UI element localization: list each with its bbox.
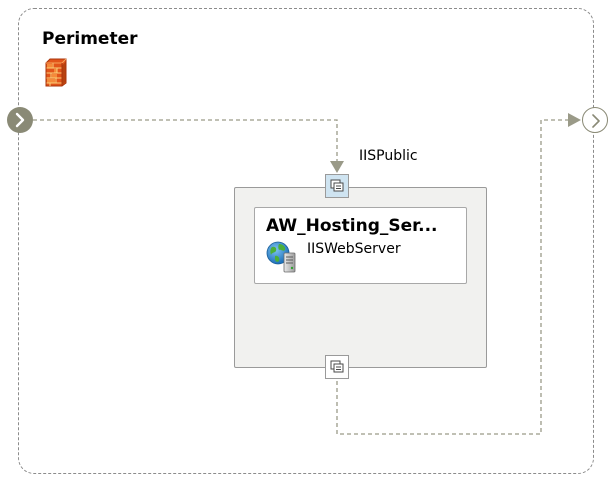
- arrowhead-outbound: [568, 113, 581, 127]
- endpoint-port-icon: [330, 179, 344, 192]
- inbound-endpoint[interactable]: [7, 107, 33, 133]
- provider-endpoint-port[interactable]: [325, 174, 349, 198]
- arrowhead-provider: [330, 161, 344, 173]
- consumer-endpoint-port[interactable]: [325, 355, 349, 379]
- server-type-label: IISWebServer: [307, 241, 401, 257]
- zone-perimeter[interactable]: [18, 8, 594, 474]
- firewall-icon: [44, 57, 68, 87]
- wire-inbound: [33, 119, 338, 161]
- chevron-right-icon: [592, 114, 600, 128]
- server-title: AW_Hosting_Ser...: [266, 216, 438, 236]
- chevron-right-icon: [15, 112, 25, 128]
- endpoint-label: IISPublic: [359, 148, 418, 164]
- zone-title: Perimeter: [42, 29, 138, 49]
- outbound-endpoint[interactable]: [582, 107, 608, 133]
- server-box[interactable]: AW_Hosting_Ser...: [254, 207, 467, 284]
- web-server-icon: [266, 240, 298, 274]
- endpoint-port-icon: [330, 360, 344, 373]
- wire-outbound: [336, 119, 568, 435]
